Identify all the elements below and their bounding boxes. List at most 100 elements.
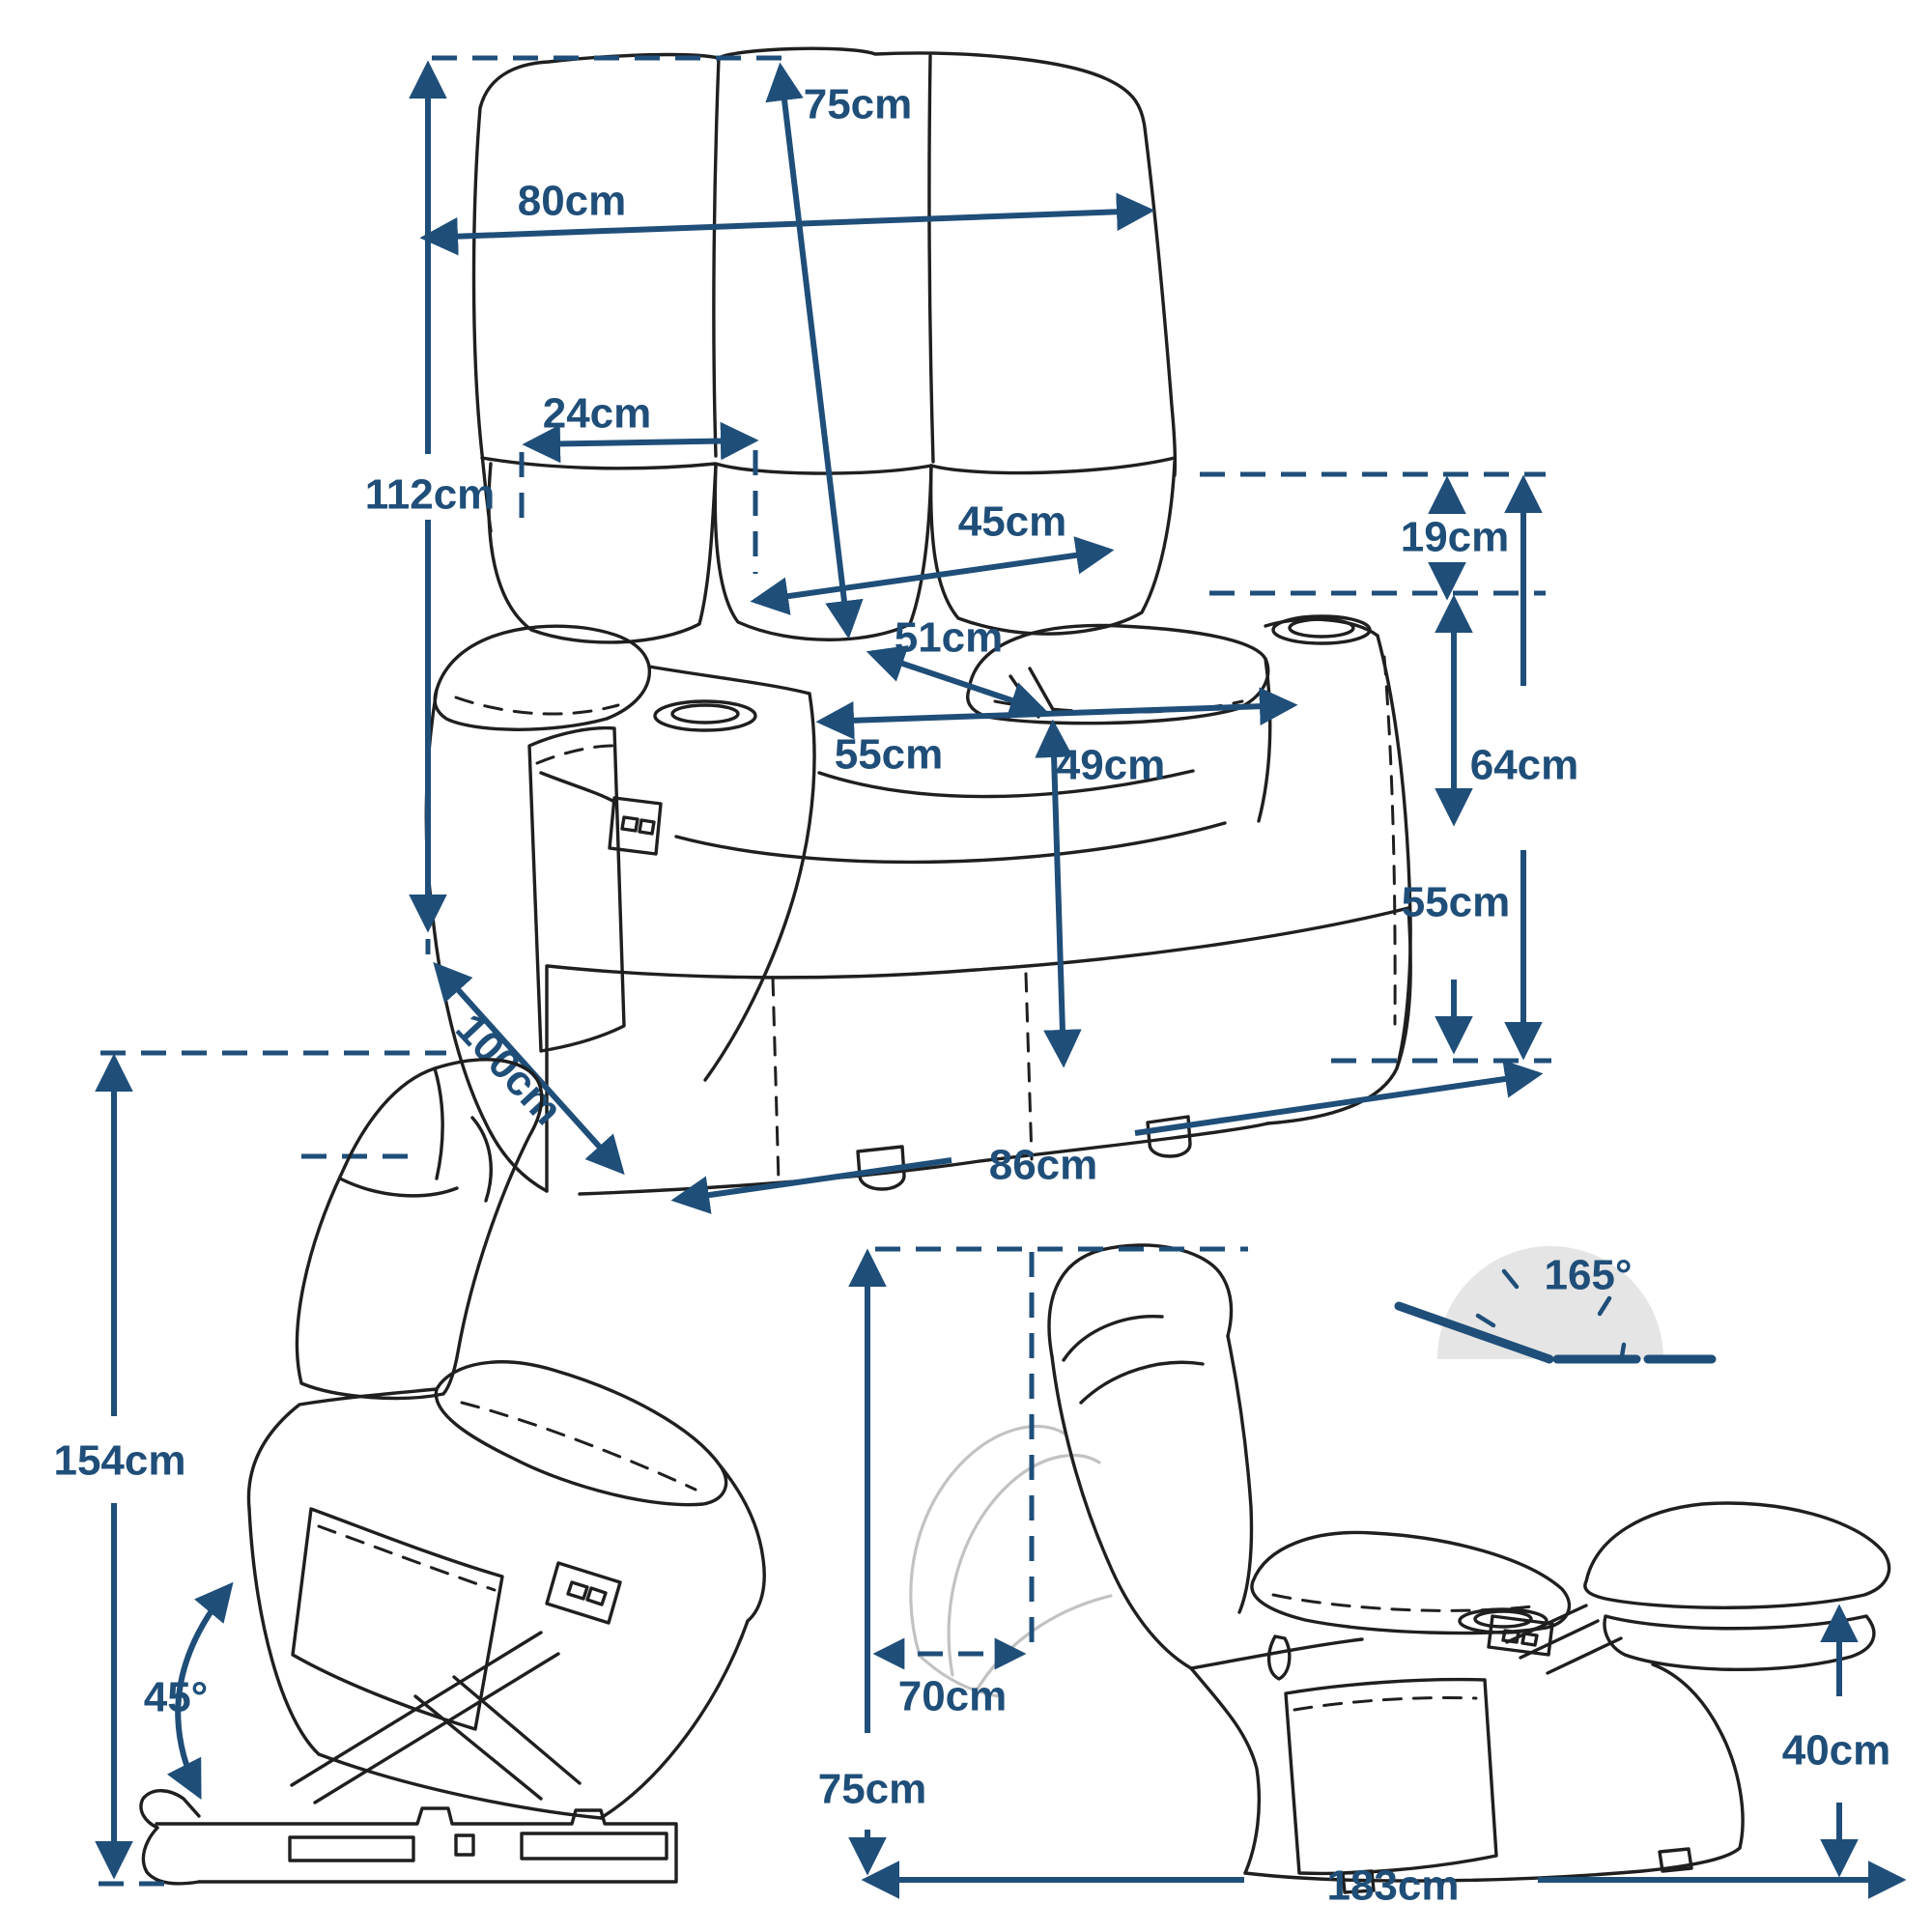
recline-armrest-pad [1250, 1530, 1572, 1635]
pad-thickness-label: 19cm [1401, 514, 1510, 561]
protractor-tick-b [1475, 1313, 1496, 1328]
recline-angle-back-line [1394, 1301, 1554, 1364]
backrest-left-edge [471, 106, 493, 533]
dim-inner-width: 45cm [750, 498, 1115, 615]
recline-angle-label: 165° [1544, 1252, 1632, 1299]
dim-tilt-angle: 45° [144, 1581, 234, 1800]
dim-back-offset: 70cm [872, 1637, 1027, 1720]
foot-left [856, 1145, 906, 1191]
lift-back-seam-a [338, 1177, 459, 1198]
lift-pocket-seam [317, 1524, 497, 1592]
recline-back-left-edge [1050, 1354, 1193, 1670]
usb-port-b [638, 818, 656, 836]
lift-strut-c [413, 1694, 543, 1801]
front-band-seam-right [1024, 972, 1034, 1161]
inner-width-label: 45cm [958, 498, 1067, 546]
seat-cushion-seam-a [817, 769, 1195, 799]
lift-strut-d [452, 1675, 582, 1785]
tilt-angle-arc [166, 1581, 234, 1800]
recline-body-top-edge [1189, 1637, 1364, 1670]
reclined-chair-drawing [909, 1243, 1891, 1894]
dim-armrest-back-width: 24cm [519, 390, 759, 574]
seat-cushion-seam-b [674, 821, 1227, 865]
recline-pull-tab [1267, 1634, 1292, 1681]
lift-rail-slot-b [454, 1833, 475, 1857]
armrest-back-width-label: 24cm [543, 390, 652, 438]
dim-armrest-height: 64cm [1470, 474, 1578, 1061]
recline-pocket-seam [1293, 1696, 1478, 1712]
left-cupholder-inner [670, 703, 740, 724]
back-diagonal-label: 75cm [804, 81, 913, 128]
recline-body-right-edge [1651, 1662, 1745, 1850]
front-band-seam-left [771, 976, 781, 1184]
total-length-label: 183cm [1326, 1862, 1459, 1910]
lift-body-back-edge [246, 1387, 439, 1511]
dim-depth: 100cm [301, 961, 625, 1176]
footrest-upper-cushion [1583, 1501, 1891, 1609]
lift-side-pocket [291, 1507, 504, 1731]
seat-height-label: 75cm [818, 1766, 927, 1813]
backrest-seam-right [927, 54, 935, 464]
left-cupholder-outer [653, 699, 757, 732]
recline-body-bottom-edge [1243, 1846, 1742, 1883]
recline-headrest-seam-b [1079, 1360, 1205, 1405]
ghost-back-position-b [947, 1454, 1101, 1677]
lumbar-pillow-right [928, 460, 1177, 636]
right-arm-front-edge [1257, 657, 1272, 823]
right-cupholder-inner [1288, 617, 1355, 639]
back-offset-label: 70cm [898, 1673, 1008, 1720]
recline-angle-indicator: 165° [1394, 1246, 1717, 1364]
recline-headrest [1047, 1243, 1234, 1358]
lifted-dimensions: 154cm 45° [53, 1050, 446, 1887]
seat-width-label: 55cm [835, 731, 944, 779]
front-band-right-edge [1265, 906, 1412, 1125]
top-width-arrow [419, 192, 1155, 256]
lift-usb-port-b [585, 1586, 608, 1606]
seat-diagonal-label: 51cm [895, 614, 1004, 662]
recline-usb-port-a [1501, 1629, 1520, 1644]
recline-leg-right [1658, 1847, 1693, 1873]
side-pocket-seam [535, 744, 614, 765]
right-arm-outer-seam [1382, 655, 1397, 1026]
lift-body-bottom-edge [317, 1752, 603, 1820]
base-width-label: 86cm [989, 1142, 1098, 1189]
lift-back-seam-b [433, 1066, 444, 1180]
lift-front-foot [139, 1789, 201, 1886]
max-height-label: 154cm [53, 1437, 185, 1485]
dim-footrest-height: 40cm [1782, 1604, 1891, 1878]
lumbar-pillow-left [487, 462, 718, 644]
dim-max-height: 154cm [53, 1053, 186, 1887]
dim-seat-diagonal: 51cm [866, 614, 1049, 719]
dim-seat-front-height: 49cm [1035, 719, 1166, 1068]
left-armrest-pad-seam [454, 696, 620, 716]
recline-usb-port-b [1520, 1632, 1539, 1647]
seat-front-height-label: 49cm [1057, 742, 1166, 789]
depth-arrow [433, 961, 625, 1176]
inner-width-arrow [750, 536, 1115, 615]
usb-port-a [620, 815, 639, 833]
dim-back-diagonal: 75cm [765, 62, 913, 639]
tilt-angle-label: 45° [144, 1674, 209, 1721]
left-armrest-pad [433, 624, 651, 731]
right-arm-outer-edge [1376, 634, 1412, 1070]
lift-usb-port-a [566, 1580, 589, 1601]
dim-armrest-pad-thickness: 19cm [1401, 475, 1510, 601]
lift-strut-a [290, 1631, 543, 1787]
lift-strut-b [313, 1652, 560, 1804]
footrest-height-label: 40cm [1782, 1727, 1891, 1775]
front-band-bottom-edge [578, 1122, 1269, 1196]
lift-armrest-pad [434, 1360, 728, 1507]
front-band-top-seam [546, 906, 1410, 980]
side-height-label: 55cm [1402, 879, 1511, 926]
usb-cord [539, 771, 616, 804]
backrest-seam-left [712, 56, 721, 458]
footrest-strut-c [1546, 1636, 1623, 1675]
lift-armrest-seam [460, 1401, 697, 1492]
seat-diagonal-arrow [866, 645, 1049, 719]
dim-seat-width: 55cm [815, 687, 1298, 779]
ghost-back-position-a [909, 1425, 1066, 1658]
left-arm-front-edge [703, 692, 816, 1082]
base-width-arrow-left [670, 1157, 952, 1214]
